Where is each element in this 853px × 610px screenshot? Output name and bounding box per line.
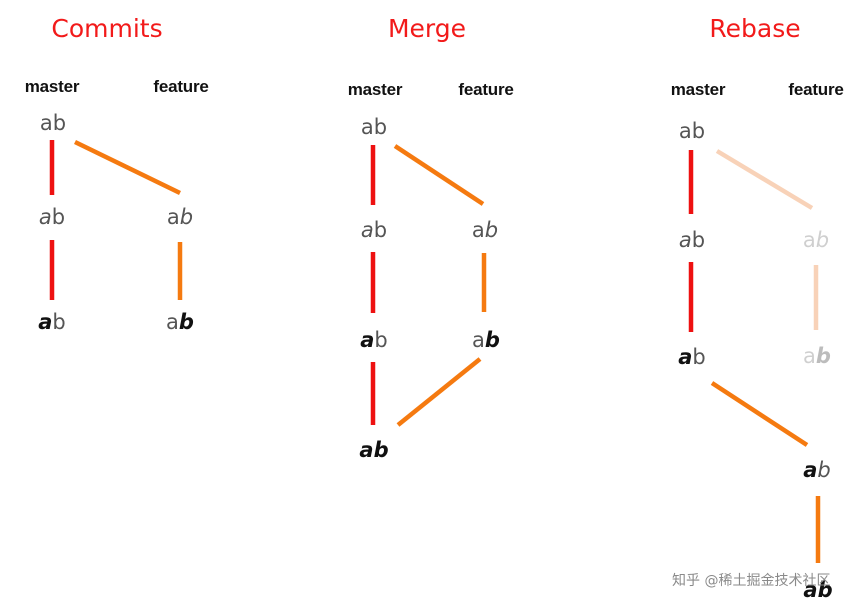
rebase-node-replayed-2: ab: [803, 578, 833, 602]
rebase-feature-label: feature: [788, 80, 844, 99]
rebase-faded-branch-line: [715, 149, 814, 210]
commits-branch-line: [74, 139, 181, 196]
merge-node-merge-commit: ab: [359, 438, 389, 462]
commits-node-master-1: ab: [38, 205, 66, 229]
rebase-title: Rebase: [709, 14, 801, 43]
rebase-node-old-feature-1: ab: [802, 228, 830, 252]
merge-node-feature-2: ab: [472, 328, 500, 352]
rebase-node-replayed-1: ab: [803, 458, 831, 482]
commits-node-base: ab: [39, 111, 67, 135]
commits-node-feature-1: ab: [166, 205, 194, 229]
commits-master-label: master: [24, 77, 80, 96]
rebase-node-master-1: ab: [678, 228, 706, 252]
commits-node-feature-2: ab: [166, 310, 194, 334]
merge-master-label: master: [347, 80, 403, 99]
rebase-node-old-feature-2: ab: [803, 344, 831, 368]
rebase-replay-line: [710, 381, 809, 447]
watermark-text: 知乎 @稀土掘金技术社区: [672, 573, 831, 589]
merge-node-base: ab: [360, 115, 388, 139]
merge-node-master-2: ab: [360, 328, 388, 352]
merge-title: Merge: [387, 14, 467, 43]
rebase-master-label: master: [670, 80, 726, 99]
merge-feature-label: feature: [458, 80, 514, 99]
rebase-node-base: ab: [678, 119, 706, 143]
merge-node-feature-1: ab: [471, 218, 499, 242]
merge-branch-line: [393, 144, 485, 206]
commits-node-master-2: ab: [38, 310, 66, 334]
merge-join-line: [396, 357, 482, 427]
commits-feature-label: feature: [153, 77, 209, 96]
commits-title: Commits: [51, 14, 163, 43]
rebase-node-master-2: ab: [678, 345, 706, 369]
merge-node-master-1: ab: [360, 218, 388, 242]
